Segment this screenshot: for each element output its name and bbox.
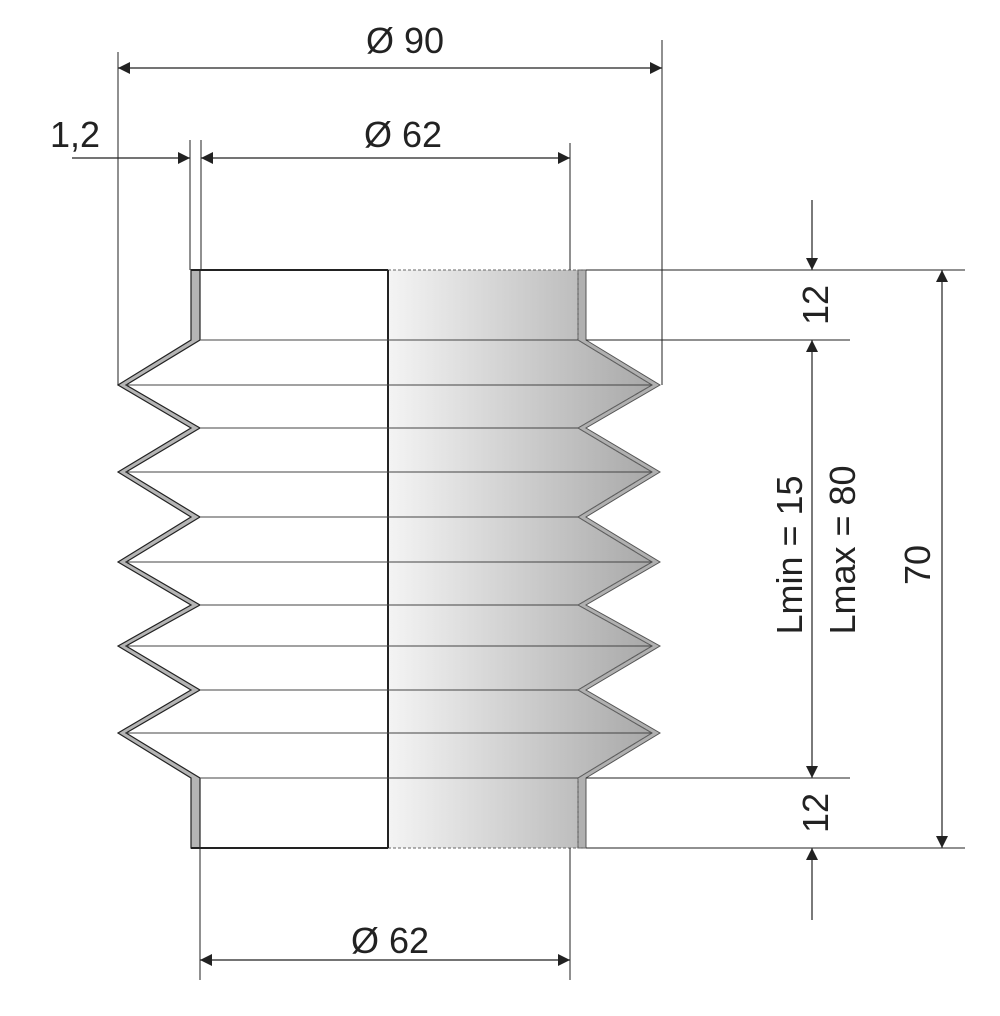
bellows-section-half	[118, 270, 388, 848]
cuff-bottom-label: 12	[795, 793, 836, 833]
outer-diameter-label: Ø 90	[366, 20, 444, 61]
inner-diameter-top-label: Ø 62	[364, 114, 442, 155]
wall-thickness-label: 1,2	[50, 114, 100, 155]
inner-diameter-bottom-label: Ø 62	[351, 920, 429, 961]
bellows-shaded-half	[388, 270, 660, 848]
l-max-label: Lmax = 80	[822, 465, 863, 634]
l-min-label: Lmin = 15	[769, 475, 810, 634]
fold-lines	[126, 339, 652, 779]
cuff-top-label: 12	[795, 285, 836, 325]
overall-length-label: 70	[897, 545, 938, 585]
dimension-lines	[72, 62, 948, 966]
